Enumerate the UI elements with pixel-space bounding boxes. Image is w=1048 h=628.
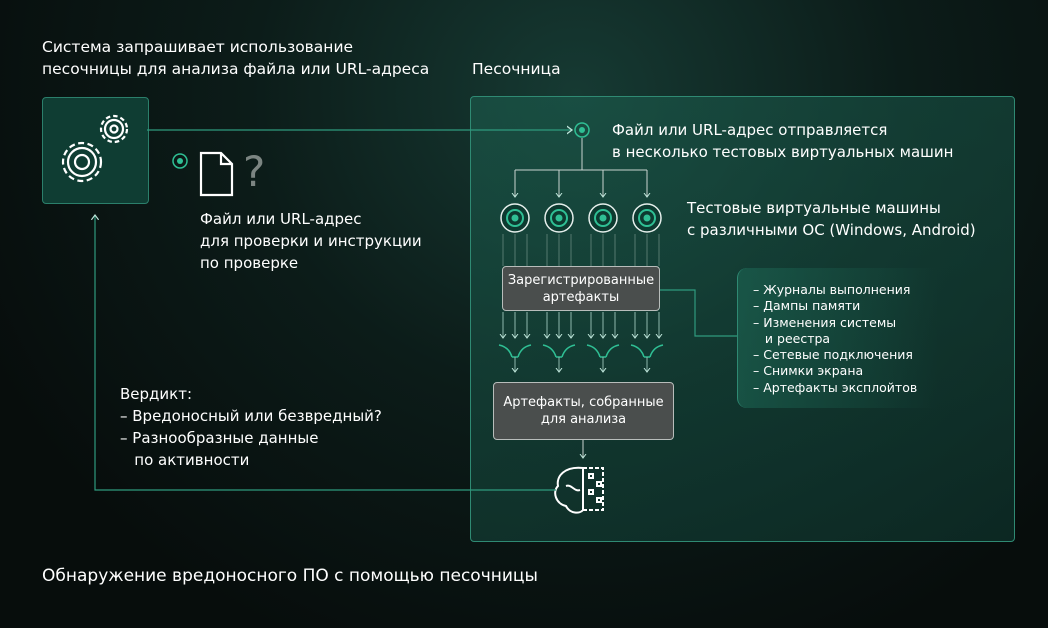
vm-icon — [632, 203, 662, 233]
vm-icon — [544, 203, 574, 233]
file-dot-icon — [172, 153, 188, 169]
vm-description: Тестовые виртуальные машины с различными… — [687, 199, 976, 239]
funnel-icon — [630, 344, 664, 358]
gears-icon — [61, 114, 129, 183]
question-mark: ? — [243, 147, 266, 196]
document-icon — [199, 151, 234, 197]
vm-icon — [500, 203, 530, 233]
vm-icon — [588, 203, 618, 233]
sandbox-title: Песочница — [472, 60, 561, 78]
brain-icon — [554, 466, 604, 514]
funnel-icon — [542, 344, 576, 358]
target-icon — [574, 122, 590, 138]
file-description: Файл или URL-адрес для проверки и инстру… — [200, 210, 422, 272]
footer-title: Обнаружение вредоносного ПО с помощью пе… — [42, 566, 538, 586]
header-text: Система запрашивает использование песочн… — [42, 38, 430, 78]
funnel-icon — [498, 344, 532, 358]
system-box — [42, 97, 149, 204]
artifacts-list: – Журналы выполнения – Дампы памяти – Из… — [737, 268, 938, 408]
verdict-text: Вердикт: – Вредоносный или безвредный? –… — [120, 385, 382, 469]
funnel-icon — [586, 344, 620, 358]
send-description: Файл или URL-адрес отправляется в нескол… — [612, 121, 954, 161]
